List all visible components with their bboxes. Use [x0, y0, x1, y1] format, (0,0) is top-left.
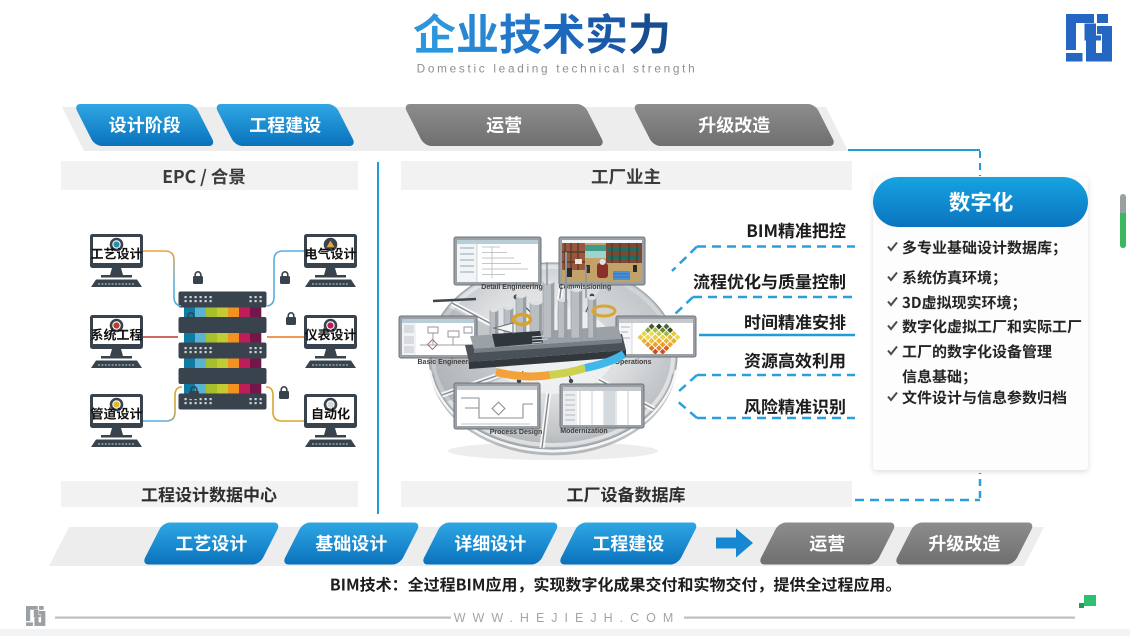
svg-text:Detail Engineering: Detail Engineering: [481, 284, 542, 291]
svg-text:Domestic leading technical str: Domestic leading technical strength: [417, 62, 698, 76]
svg-text:Process Design: Process Design: [490, 429, 543, 436]
svg-text:Basic Engineering: Basic Engineering: [417, 359, 478, 366]
svg-text:Commissioning: Commissioning: [559, 284, 612, 291]
svg-text:WWW.HEJIEJH.COM: WWW.HEJIEJH.COM: [454, 611, 681, 625]
svg-text:Modernization: Modernization: [560, 428, 607, 435]
svg-text:Operations: Operations: [615, 359, 652, 366]
